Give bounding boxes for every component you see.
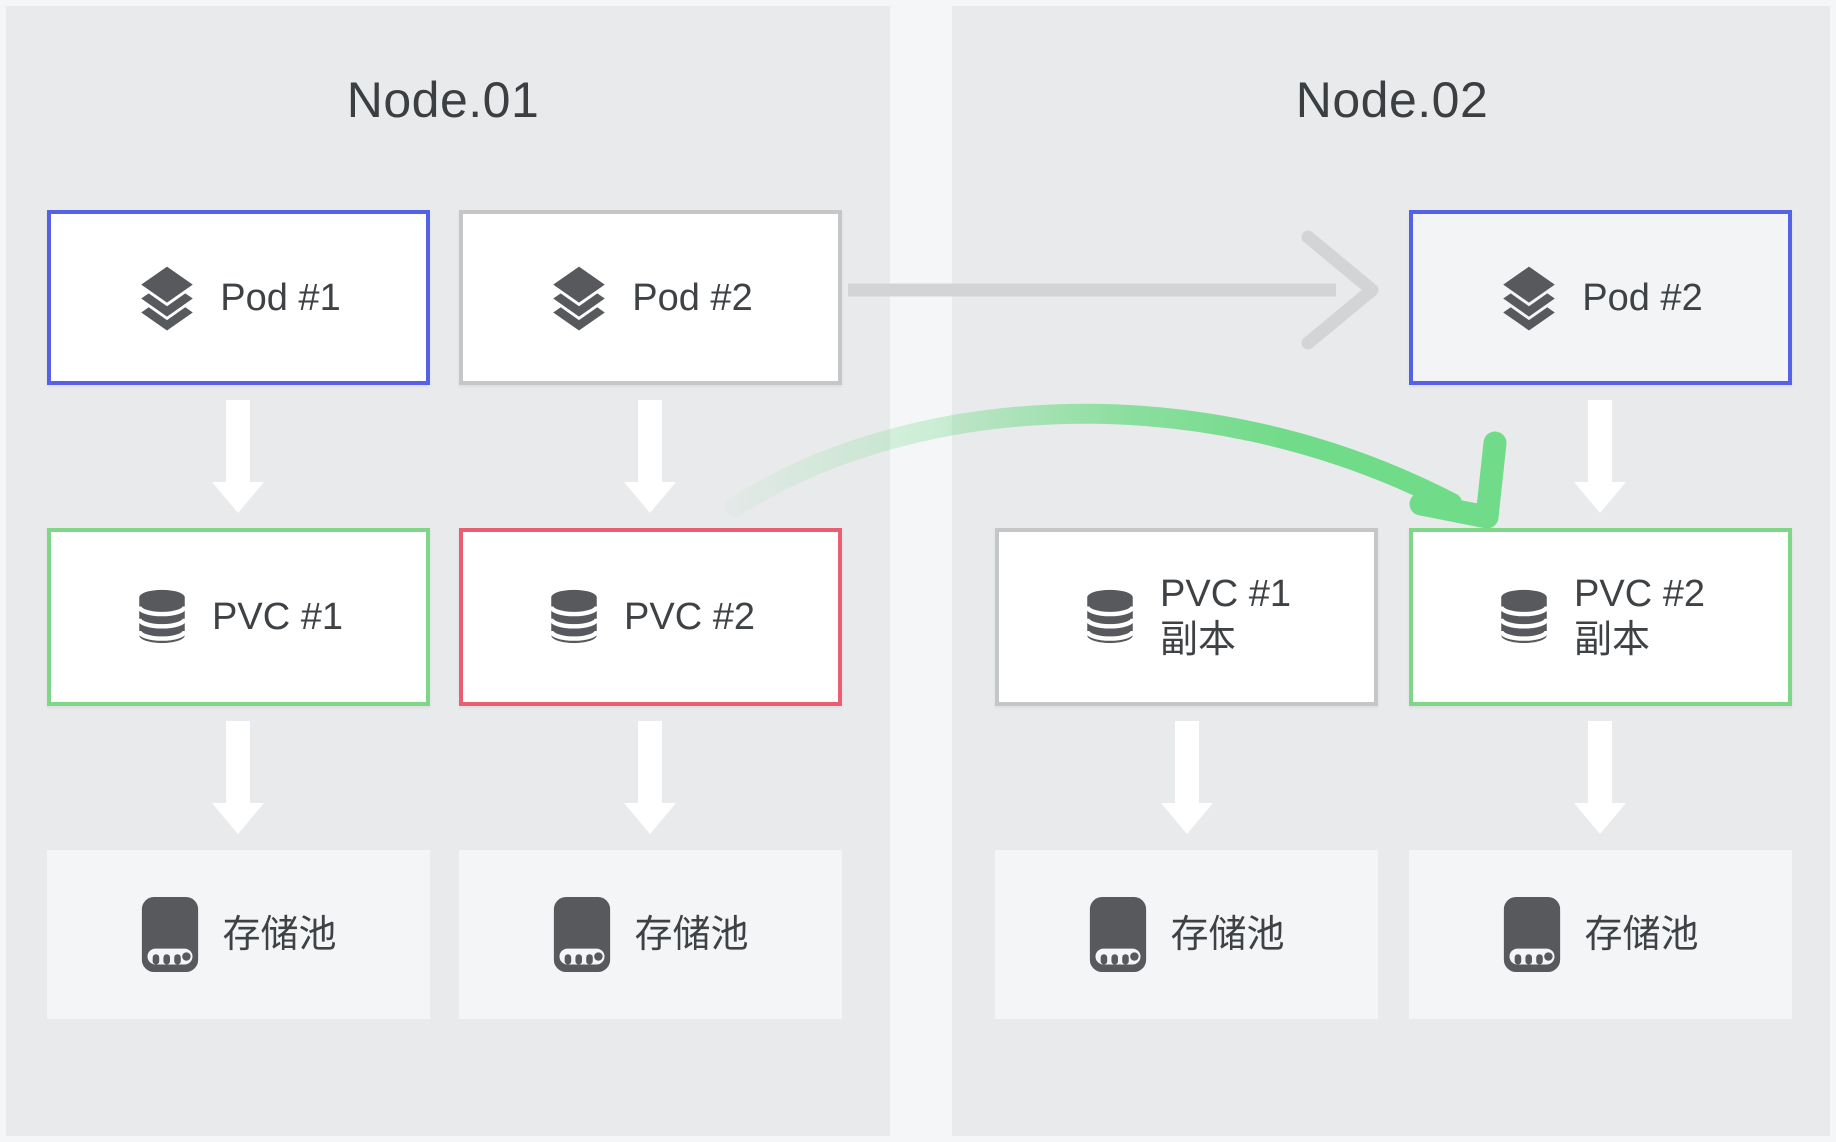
storage-pool-box-2: 存储池 [459,850,842,1019]
storage-disk-icon [1088,895,1148,974]
storage-pool-label: 存储池 [222,913,337,956]
node-01-title: Node.01 [346,72,540,128]
layers-icon [136,264,198,331]
storage-disk-icon [140,895,200,974]
node-02-title: Node.02 [1295,72,1489,128]
pod2-label: Pod #2 [632,276,753,319]
pvc1-replica-line1: PVC #1 [1160,573,1291,615]
pod2-box: Pod #2 [459,210,842,385]
layers-icon [1498,264,1560,331]
database-icon [546,587,602,647]
pod1-label: Pod #1 [220,276,341,319]
storage-pool-label: 存储池 [1584,913,1699,956]
database-icon [134,587,190,647]
storage-pool-box-1: 存储池 [47,850,430,1019]
pvc2-replica-box: PVC #2 副本 [1409,528,1792,706]
pvc2-replica-line1: PVC #2 [1574,573,1705,615]
pvc2-replica-line2: 副本 [1574,619,1651,661]
pvc1-replica-label: PVC #1 副本 [1160,571,1291,663]
storage-pool-label: 存储池 [1170,913,1285,956]
storage-pool-box-3: 存储池 [995,850,1378,1019]
pvc2-box: PVC #2 [459,528,842,706]
pod2-node2-label: Pod #2 [1582,276,1703,319]
pod1-box: Pod #1 [47,210,430,385]
pvc1-replica-box: PVC #1 副本 [995,528,1378,706]
pvc2-label: PVC #2 [624,596,755,638]
storage-disk-icon [1502,895,1562,974]
pvc2-replica-label: PVC #2 副本 [1574,571,1705,663]
pvc1-label: PVC #1 [212,596,343,638]
pvc1-box: PVC #1 [47,528,430,706]
storage-pool-box-4: 存储池 [1409,850,1792,1019]
database-icon [1496,587,1552,647]
layers-icon [548,264,610,331]
pvc1-replica-line2: 副本 [1160,619,1237,661]
storage-disk-icon [552,895,612,974]
pod2-node2-box: Pod #2 [1409,210,1792,385]
database-icon [1082,587,1138,647]
storage-pool-label: 存储池 [634,913,749,956]
